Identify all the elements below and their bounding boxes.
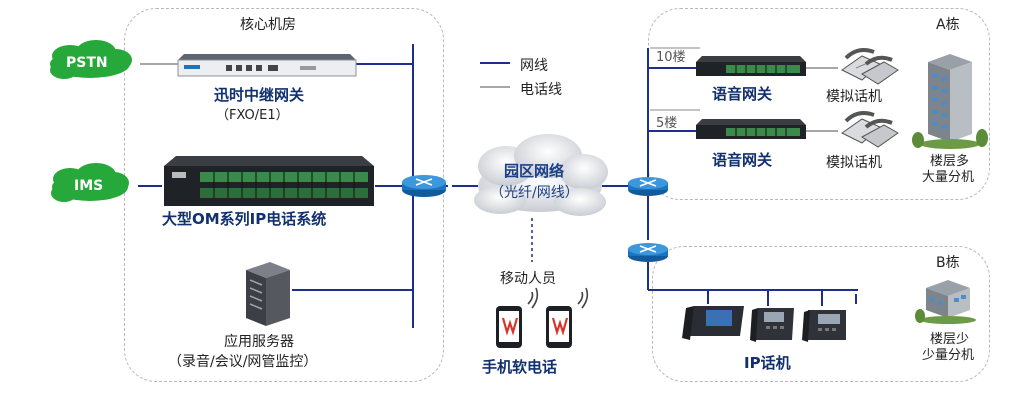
- pstn-label: PSTN: [66, 55, 108, 71]
- building-a-title: A栋: [936, 17, 960, 33]
- softphone-label: 手机软电话: [482, 358, 558, 376]
- building-b-desc-line2: 少量分机: [922, 348, 975, 363]
- core-room-title: 核心机房: [240, 17, 296, 33]
- app-server-label: 应用服务器: [224, 334, 294, 350]
- campus-network-sublabel: （光纤/网线）: [490, 185, 579, 201]
- app-server-sublabel: （录音/会议/网管监控）: [168, 354, 318, 370]
- analog-phone-1-label: 模拟话机: [826, 89, 882, 105]
- building-a-desc-line1: 楼层多: [930, 154, 970, 169]
- building-b-region: [652, 246, 990, 382]
- core-room-region: [124, 8, 444, 382]
- building-b-desc-line1: 楼层少: [930, 332, 970, 347]
- trunk-gateway-label: 迅时中继网关: [214, 86, 305, 104]
- voice-gateway-1-label: 语音网关: [712, 85, 773, 103]
- floor-10-label: 10楼: [656, 50, 686, 65]
- ims-label: IMS: [74, 178, 104, 194]
- legend-network-line: 网线: [520, 58, 548, 74]
- building-b-title: B栋: [936, 255, 960, 271]
- campus-network-label: 园区网络: [504, 162, 565, 180]
- om-system-label: 大型OM系列IP电话系统: [162, 210, 327, 228]
- trunk-gateway-sublabel: （FXO/E1）: [216, 108, 289, 123]
- legend-phone-line: 电话线: [520, 82, 562, 98]
- floor-5-label: 5楼: [656, 116, 678, 131]
- ip-phone-label: IP话机: [744, 354, 791, 372]
- analog-phone-2-label: 模拟话机: [826, 155, 882, 171]
- voice-gateway-2-label: 语音网关: [712, 151, 773, 169]
- building-a-desc-line2: 大量分机: [922, 170, 975, 185]
- mobile-staff-label: 移动人员: [500, 271, 556, 287]
